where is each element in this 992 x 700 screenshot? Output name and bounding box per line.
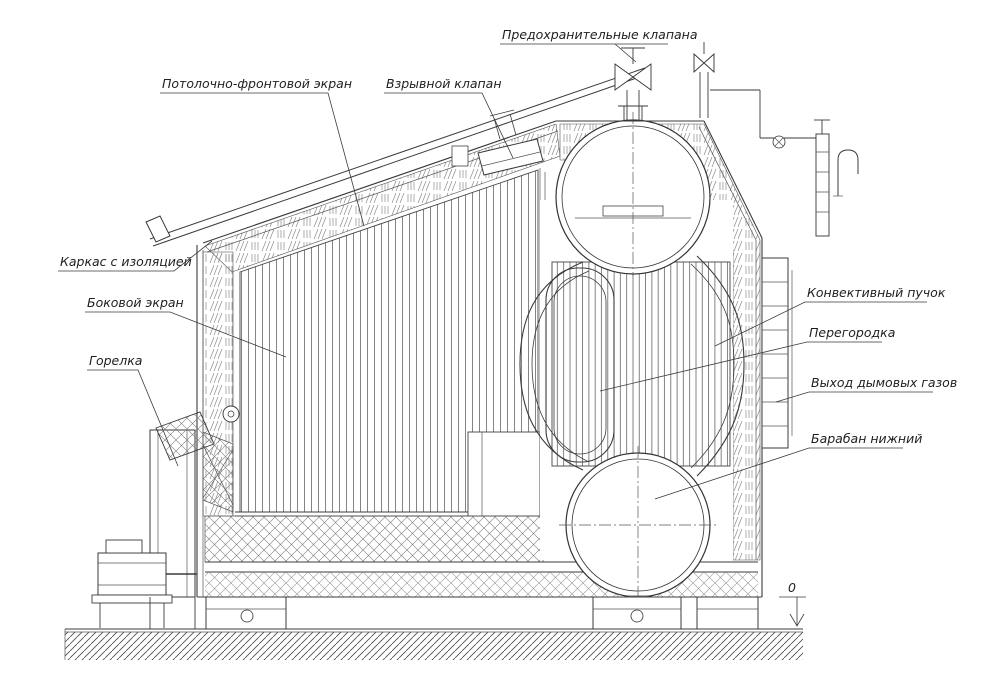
rear-wall-step [467,431,541,517]
water-gauge-column [815,133,830,237]
drain-pipe-hook [837,149,859,196]
steam-piping [710,89,859,237]
frame-braces [145,67,649,247]
callout-partition: Перегородка [599,325,895,392]
convective-bundle-tubes [551,261,731,467]
frame-with-insulation-label: Каркас с изоляцией [60,254,192,269]
masonry-base [204,515,758,597]
lower-drum-label: Барабан нижний [811,431,922,446]
flue-gas-outlet-duct [761,257,793,449]
callout-burner: Горелка [87,353,179,467]
burner-embrasure [202,431,234,513]
gas-partition [519,255,745,477]
callout-side-screen: Боковой экран [85,295,287,358]
callout-convective-bundle: Конвективный пучок [714,285,946,347]
flue-gas-outlet-label: Выход дымовых газов [811,375,957,390]
peephole-icon [222,405,240,423]
elevation-mark: 0 [779,580,806,627]
ground [64,628,803,660]
callout-flue-gas-outlet: Выход дымовых газов [775,375,957,403]
callout-frame-with-insulation: Каркас с изоляцией [58,240,213,272]
explosion-valve-label: Взрывной клапан [386,76,502,91]
callout-ceiling-front-screen: Потолочно-фронтовой экран [160,76,365,227]
elevation-zero-label: 0 [788,580,796,595]
support-frame [149,596,759,630]
burner-label: Горелка [89,353,142,368]
fan-motor [91,539,197,628]
roof-instrument-box [451,145,469,167]
callout-safety-valves: Предохранительные клапана [500,27,698,63]
callouts: Предохранительные клапана Потолочно-фрон… [58,27,957,500]
upper-drum [555,105,711,276]
safety-valves-assembly [614,42,715,120]
convective-bundle-label: Конвективный пучок [807,285,946,300]
side-screen-label: Боковой экран [87,295,184,310]
safety-valve-icon [614,63,634,91]
callout-lower-drum: Барабан нижний [654,431,922,500]
lower-drum [559,446,717,609]
callout-explosion-valve: Взрывной клапан [384,76,514,159]
partition-label: Перегородка [809,325,895,340]
furnace-chamber [232,168,546,517]
ceiling-front-screen-label: Потолочно-фронтовой экран [162,76,352,91]
anchor-hole-icon [240,609,254,623]
explosion-valve-assembly [477,109,544,176]
safety-valves-label: Предохранительные клапана [502,27,698,42]
